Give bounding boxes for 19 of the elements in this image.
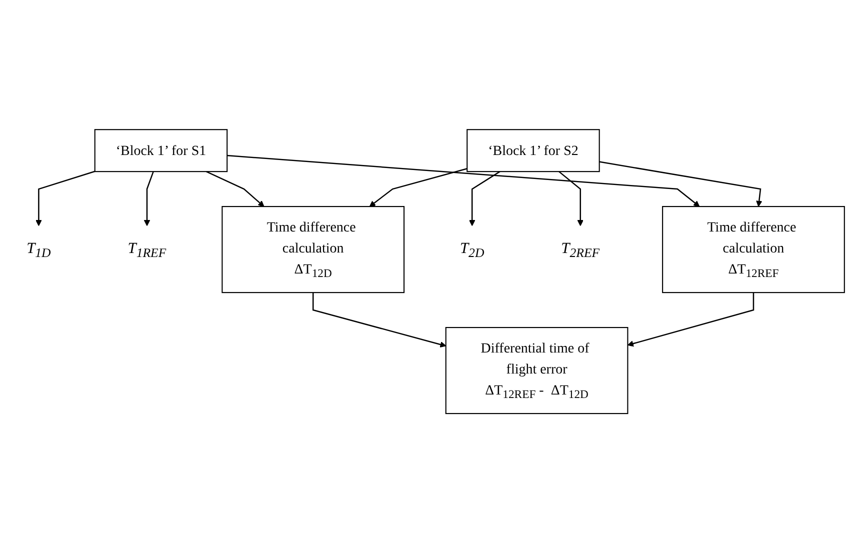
node-box: Differential time of flight error ΔT$_{12REF}$ - ΔT$_{12D}$ — [445, 327, 628, 414]
arrow — [206, 171, 264, 208]
node-box: ‘Block 1’ for S2 — [466, 129, 600, 172]
arrow — [227, 155, 700, 208]
arrow — [36, 171, 96, 226]
arrow — [627, 292, 754, 348]
arrow — [144, 172, 154, 226]
arrow — [369, 168, 468, 208]
arrow — [312, 292, 446, 348]
arrow — [599, 162, 762, 208]
node-box: ‘Block 1’ for S1 — [94, 129, 228, 172]
node-text: T$_{1REF}$ — [128, 240, 166, 260]
arrow — [558, 172, 584, 226]
arrow — [469, 171, 500, 226]
node-box: Time difference calculation ΔT$_{12D}$ — [222, 206, 405, 294]
node-text: T$_{1D}$ — [26, 240, 51, 260]
node-text: T$_{2D}$ — [460, 240, 484, 260]
node-text: T$_{2REF}$ — [561, 240, 600, 260]
node-box: Time difference calculation ΔT$_{12REF}$ — [662, 206, 845, 294]
